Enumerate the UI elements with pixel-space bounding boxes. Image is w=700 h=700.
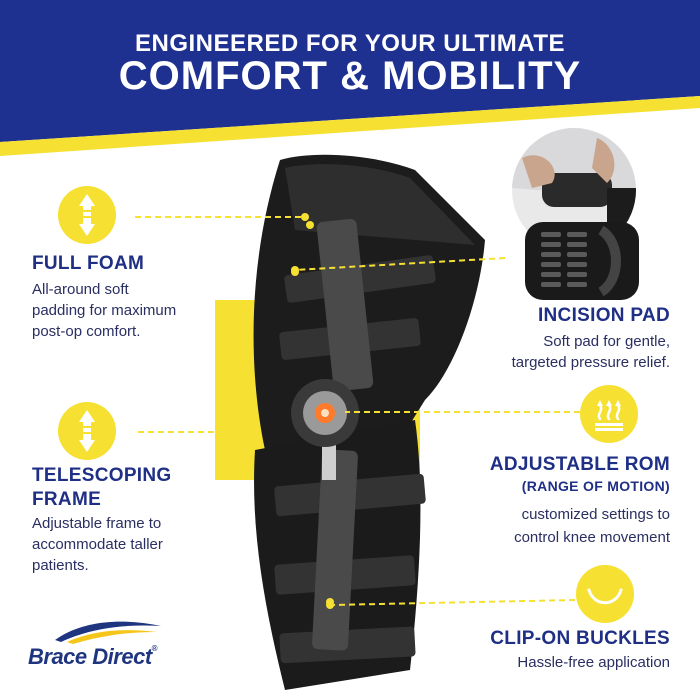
adjustable-rom-title: ADJUSTABLE ROM xyxy=(489,454,670,475)
full-foam-title: FULL FOAM xyxy=(32,253,145,274)
header-band xyxy=(0,0,700,142)
logo-swoosh-icon xyxy=(55,621,161,644)
adjustable-rom-icon-circle xyxy=(580,385,638,443)
logo-text-direct: Direct xyxy=(92,644,152,669)
vertical-arrows-icon xyxy=(79,194,95,236)
full-foam-desc: All-around soft padding for maximum post… xyxy=(32,281,177,340)
knee-brace-image xyxy=(253,154,485,690)
clip-on-desc: Hassle-free application xyxy=(517,654,670,671)
logo-registered-mark: ® xyxy=(151,644,158,653)
incision-pad-title: INCISION PAD xyxy=(537,305,670,326)
smile-curve-icon xyxy=(587,588,623,605)
header-line2: COMFORT & MOBILITY xyxy=(118,54,582,98)
telescoping-desc: Adjustable frame to accommodate taller p… xyxy=(32,515,163,574)
brand-logo: Brace Direct® xyxy=(28,618,188,678)
adjustable-rom-desc: customized settings to control knee move… xyxy=(514,506,670,546)
vertical-arrows-icon xyxy=(79,410,95,452)
telescoping-icon-circle xyxy=(58,402,116,460)
full-foam-icon-circle xyxy=(58,186,116,244)
heat-waves-icon xyxy=(595,400,623,431)
header-accent-stripe xyxy=(0,96,700,156)
header-line1: ENGINEERED FOR YOUR ULTIMATE xyxy=(134,30,565,57)
upper-frame-bar xyxy=(316,218,374,392)
incision-pad-desc: Soft pad for gentle, targeted pressure r… xyxy=(511,333,670,371)
telescoping-title: TELESCOPING FRAME xyxy=(32,465,172,510)
lower-frame-bar xyxy=(312,449,358,651)
logo-text-brace: Brace xyxy=(28,644,87,669)
incision-pad-image xyxy=(525,222,639,300)
clip-on-icon-circle xyxy=(576,565,634,623)
adjustable-rom-subtitle: (RANGE OF MOTION) xyxy=(521,478,670,494)
clip-on-title: CLIP-ON BUCKLES xyxy=(490,628,670,649)
